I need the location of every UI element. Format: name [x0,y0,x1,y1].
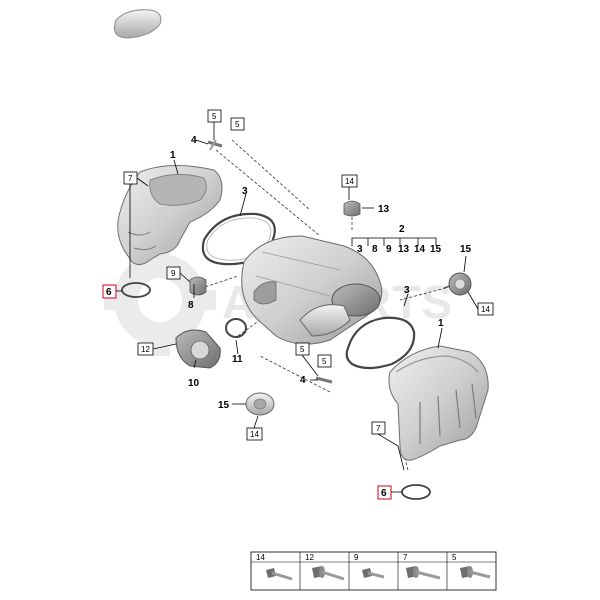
callout-10: 10 [188,378,200,389]
ref-box-7-left: 7 [123,171,138,185]
svg-text:14: 14 [250,430,259,439]
callout-8: 8 [188,300,194,311]
gasket-3-right [345,316,416,370]
callout-15-right: 15 [460,244,472,255]
table-ref-14: 14 [256,553,265,562]
ref-box-7-right: 7 [371,421,386,435]
svg-text:5: 5 [235,120,240,129]
callout-leaders [173,139,467,405]
bolt-9-icon [362,568,385,579]
callout-15-left: 15 [218,400,230,411]
svg-text:7: 7 [128,174,133,183]
callout-3-right: 3 [404,285,410,296]
ref-box-9: 9 [166,266,181,280]
sensor-13 [343,200,361,217]
group-item-15: 15 [430,244,442,255]
svg-text:6: 6 [106,287,112,298]
cover-cap-part [114,9,162,39]
ref-box-6-left: 6 [102,284,117,299]
ref-box-14-right: 14 [477,302,494,316]
bolt-14-icon [266,568,293,581]
group-item-9: 9 [386,244,392,255]
callout-3-left: 3 [242,186,248,197]
throttle-body [175,329,221,369]
bolt-4-top [207,139,223,151]
actuator-15-left [245,392,275,416]
callout-2: 2 [399,224,405,235]
group-item-13: 13 [398,244,410,255]
callout-1-top: 1 [170,150,176,161]
table-ref-12: 12 [305,553,314,562]
o-ring-11 [225,318,247,338]
ref-box-5-a: 5 [207,109,222,123]
svg-text:6: 6 [381,488,387,499]
callout-11: 11 [232,354,243,365]
sensor-8 [189,276,207,296]
svg-text:5: 5 [212,112,217,121]
actuator-15-right [443,272,472,296]
group-item-8: 8 [372,244,378,255]
callout-13: 13 [378,204,390,215]
bolt-5-icon [460,566,491,579]
ref-box-14-bottom: 14 [246,427,263,441]
ref-box-14-top: 14 [341,174,358,188]
table-ref-5: 5 [452,553,457,562]
bolt-7-icon [406,566,441,580]
bolt-12-icon [312,566,345,581]
intake-manifold-right [388,345,489,461]
ref-box-12: 12 [137,342,154,356]
ref-box-5-b: 5 [230,117,245,131]
fastener-table: 14 12 9 7 5 [250,551,497,591]
svg-text:14: 14 [481,305,490,314]
svg-text:9: 9 [171,269,176,278]
ref-box-5-c: 5 [295,342,310,356]
svg-text:5: 5 [322,357,327,366]
box-leaders [116,122,479,493]
o-ring-6-right [401,484,431,500]
ref-box-5-d: 5 [317,354,332,368]
group-item-3: 3 [357,244,363,255]
bolt-4-bottom [315,376,333,384]
callout-1-right: 1 [438,318,444,329]
svg-text:12: 12 [141,345,150,354]
callout-4-top: 4 [191,135,197,146]
intake-manifold-left [117,164,223,266]
callout-4-bottom: 4 [300,375,306,386]
svg-text:5: 5 [300,345,305,354]
svg-text:14: 14 [345,177,354,186]
group-item-14: 14 [414,244,426,255]
table-ref-7: 7 [403,553,408,562]
svg-text:7: 7 [376,424,381,433]
plenum-body [241,235,383,345]
table-ref-9: 9 [354,553,359,562]
ref-box-6-right: 6 [377,485,392,500]
o-ring-6-left [121,282,151,298]
